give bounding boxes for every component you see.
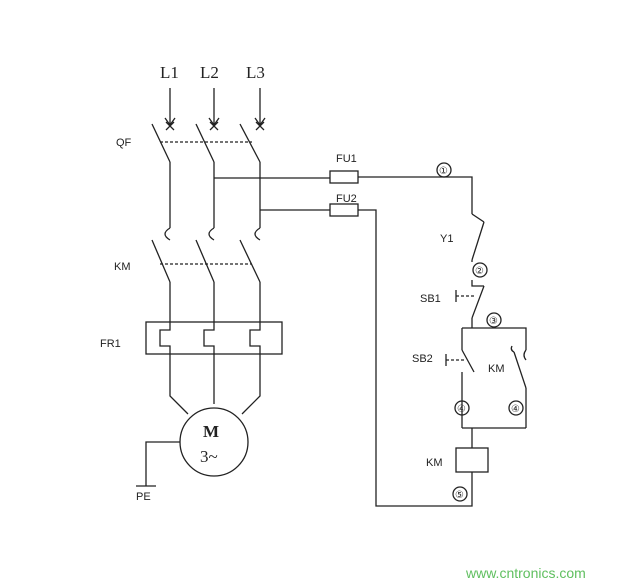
fuse-fu1 (329, 170, 359, 184)
breaker-qf (151, 121, 265, 228)
switch-y1 (471, 213, 485, 262)
coil-label: KM (426, 457, 443, 469)
aux-contact-label: KM (488, 363, 505, 375)
contactor-km-main (151, 227, 261, 322)
phase-label-l1: L1 (160, 63, 179, 82)
contactor-label: KM (114, 261, 131, 273)
motor-label-m: M (203, 422, 219, 441)
ground-pe (136, 441, 180, 487)
node-markers: ① ② ③ ④ ④ ⑤ (436, 162, 524, 502)
start-button-label: SB2 (412, 353, 433, 365)
phase-label-l2: L2 (200, 63, 219, 82)
phase-label-l3: L3 (246, 63, 265, 82)
overload-fr1 (145, 321, 283, 415)
switch-y1-label: Y1 (440, 233, 453, 245)
node-3: ③ (489, 316, 498, 327)
overload-label: FR1 (100, 338, 121, 350)
motor-label-phase: 3~ (200, 447, 218, 466)
supply-lines (164, 88, 266, 127)
fuse1-label: FU1 (336, 153, 357, 165)
control-taps (214, 177, 330, 211)
fuse-fu2 (329, 203, 359, 217)
node-2: ② (475, 266, 484, 277)
node-1: ① (439, 166, 448, 177)
node-5: ⑤ (455, 490, 464, 501)
start-button-sb2 (445, 354, 466, 366)
watermark: www.cntronics.com (465, 565, 586, 581)
control-wiring (358, 176, 473, 507)
fuse2-label: FU2 (336, 193, 357, 205)
parallel-branch (461, 318, 527, 448)
stop-button-sb1 (455, 280, 485, 319)
ground-label: PE (136, 491, 151, 503)
breaker-label: QF (116, 137, 132, 149)
node-4-left: ④ (457, 404, 466, 415)
node-4-right: ④ (511, 404, 520, 415)
coil-km (455, 447, 489, 473)
stop-button-label: SB1 (420, 293, 441, 305)
